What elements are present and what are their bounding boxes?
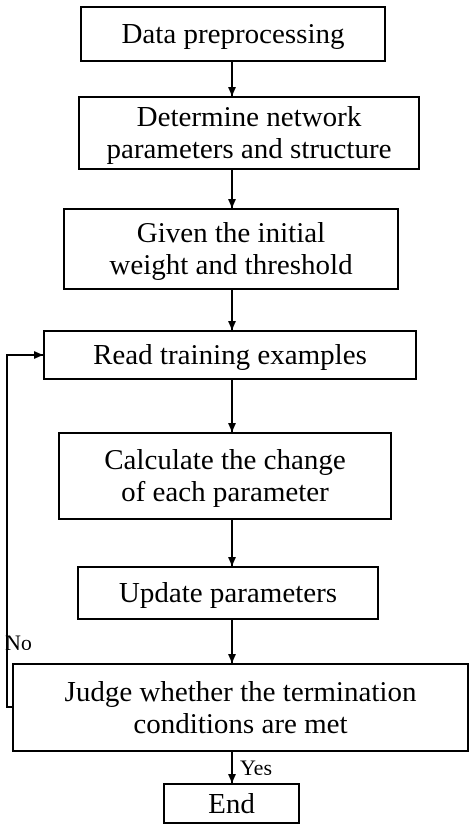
step-end: End <box>163 783 300 824</box>
step-initial-weight: Given the initial weight and threshold <box>63 208 399 290</box>
step-data-preprocessing-label: Data preprocessing <box>121 18 345 50</box>
edge-label-no: No <box>5 630 32 655</box>
step-judge-termination-line-1: Judge whether the termination <box>64 675 417 708</box>
step-initial-weight-line-1: Given the initial <box>136 217 326 249</box>
step-determine-network: Determine network parameters and structu… <box>78 96 420 170</box>
step-calculate-change-line-2: of each parameter <box>121 476 329 508</box>
step-judge-termination-line-2: conditions are met <box>133 707 348 740</box>
step-determine-network-line-1: Determine network <box>136 101 362 133</box>
step-end-label: End <box>208 787 255 820</box>
step-read-training-examples-label: Read training examples <box>93 339 367 371</box>
step-read-training-examples: Read training examples <box>43 330 417 380</box>
step-update-parameters-label: Update parameters <box>118 577 338 609</box>
step-judge-termination: Judge whether the termination conditions… <box>12 663 469 752</box>
step-update-parameters: Update parameters <box>77 566 379 620</box>
step-determine-network-line-2: parameters and structure <box>106 133 392 165</box>
step-calculate-change: Calculate the change of each parameter <box>58 432 392 520</box>
step-calculate-change-line-1: Calculate the change <box>104 444 346 476</box>
edge-label-yes: Yes <box>240 755 273 780</box>
step-data-preprocessing: Data preprocessing <box>80 6 386 62</box>
loop-back-no-arrow <box>6 351 43 708</box>
step-initial-weight-line-2: weight and threshold <box>109 249 353 281</box>
